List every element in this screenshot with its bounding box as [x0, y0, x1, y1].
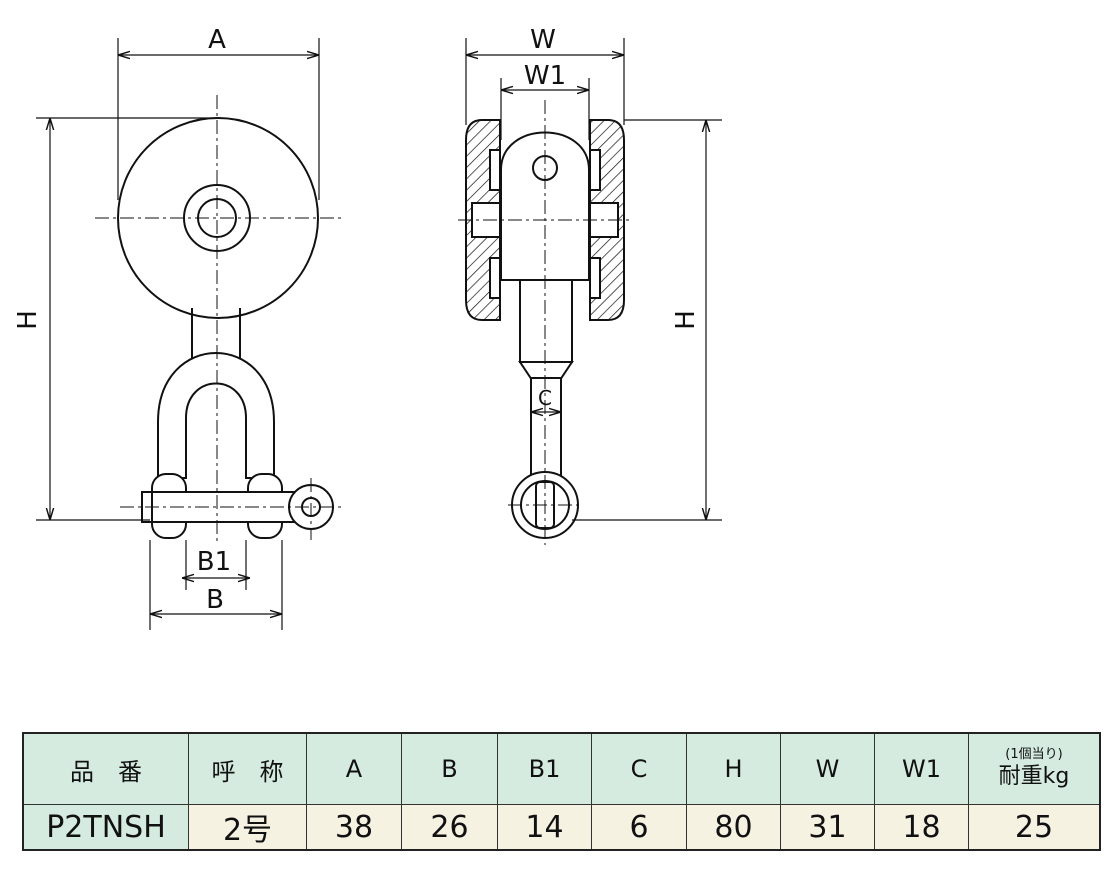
header-load-label: 耐重kg — [998, 764, 1070, 789]
shackle-body — [157, 352, 275, 479]
cell-name: 2号 — [188, 804, 307, 851]
cell-a: 38 — [306, 804, 402, 851]
cell-h: 80 — [686, 804, 781, 851]
dim-label-b: B — [206, 585, 224, 615]
cell-w: 31 — [780, 804, 875, 851]
spec-table: 品 番 呼 称 A B B1 C H W W1 (1個当り) 耐重kg P2TN… — [22, 732, 1101, 851]
side-view — [458, 100, 632, 545]
front-view — [95, 95, 345, 545]
header-c: C — [591, 732, 687, 805]
cell-b: 26 — [401, 804, 498, 851]
cell-w1: 18 — [874, 804, 969, 851]
header-w1: W1 — [874, 732, 969, 805]
table-header-row: 品 番 呼 称 A B B1 C H W W1 (1個当り) 耐重kg — [22, 732, 1101, 805]
header-h: H — [686, 732, 781, 805]
table-row: P2TNSH 2号 38 26 14 6 80 31 18 25 — [22, 804, 1101, 851]
header-b1: B1 — [497, 732, 592, 805]
header-load-note: (1個当り) — [1005, 747, 1063, 762]
header-load: (1個当り) 耐重kg — [968, 732, 1101, 805]
side-dimensions — [465, 38, 722, 521]
header-part-no: 品 番 — [22, 732, 189, 805]
shank — [519, 279, 573, 363]
technical-drawing: A H B1 B — [13, 25, 722, 630]
cell-c: 6 — [591, 804, 687, 851]
dim-label-c: C — [538, 386, 552, 410]
header-b: B — [401, 732, 498, 805]
dim-label-h-left: H — [13, 310, 43, 330]
dim-label-b1: B1 — [197, 547, 231, 577]
dim-label-h-right: H — [671, 310, 701, 330]
dim-label-a: A — [208, 25, 226, 55]
header-w: W — [780, 732, 875, 805]
header-a: A — [306, 732, 402, 805]
cell-load: 25 — [968, 804, 1101, 851]
dim-label-w: W — [530, 25, 556, 55]
header-name: 呼 称 — [188, 732, 307, 805]
cell-part-no: P2TNSH — [22, 804, 189, 851]
dim-label-w1: W1 — [524, 61, 566, 91]
front-dimensions — [36, 38, 320, 630]
cell-b1: 14 — [497, 804, 592, 851]
